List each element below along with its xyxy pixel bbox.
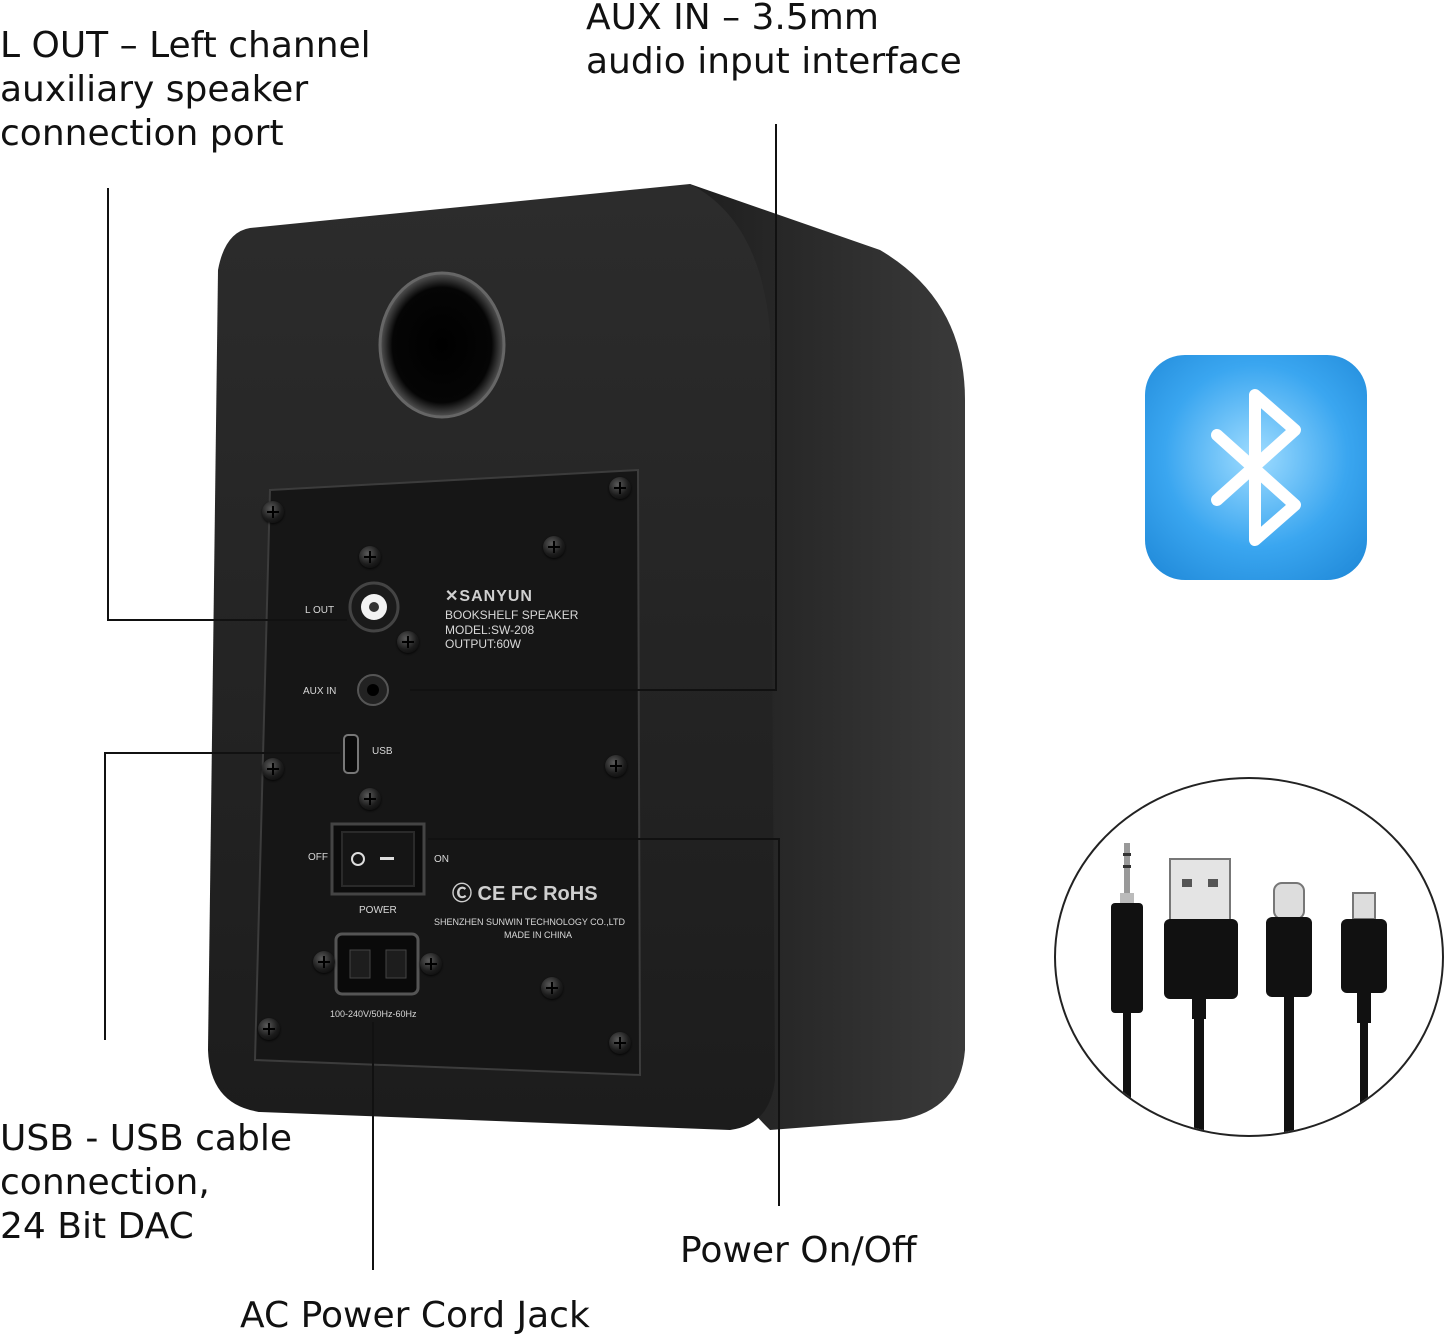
ac-socket [334, 932, 420, 996]
auxin-callout-line1: AUX IN – 3.5mm [586, 0, 879, 38]
panel-screw [359, 546, 381, 568]
auxin-leader-horizontal [410, 689, 777, 691]
usb-leader-vertical [104, 752, 106, 1040]
off-label: OFF [308, 852, 328, 863]
lout-callout-line2: auxiliary speaker [0, 69, 309, 110]
power-label: POWER [359, 905, 397, 916]
brand-name: SANYUN [459, 588, 533, 605]
usb-callout-line2: connection, [0, 1162, 210, 1203]
usb-c-plug-icon [1266, 882, 1312, 1135]
model-label: MODEL:SW-208 [445, 623, 535, 637]
panel-screw [541, 977, 563, 999]
usb-a-plug-icon [1164, 858, 1238, 1135]
panel-screw [359, 788, 381, 810]
panel-screw [543, 536, 565, 558]
lout-callout: L OUT – Left channel auxiliary speaker c… [0, 24, 371, 156]
panel-screw [420, 953, 442, 975]
power-leader-vertical [778, 838, 780, 1206]
power-leader-horizontal [428, 838, 780, 840]
lout-port-label: L OUT [305, 605, 335, 616]
usb-port [343, 734, 359, 774]
brand-logo: ✕SANYUN [445, 586, 533, 606]
usb-callout: USB - USB cable connection, 24 Bit DAC [0, 1117, 292, 1249]
origin-label: MADE IN CHINA [504, 930, 573, 940]
lout-callout-line3: connection port [0, 113, 284, 154]
cables-circle [1054, 777, 1444, 1137]
panel-screw [262, 758, 284, 780]
on-label: ON [434, 854, 449, 865]
panel-screw [397, 631, 419, 653]
product-label: BOOKSHELF SPEAKER [445, 608, 579, 622]
panel-screw [609, 1032, 631, 1054]
lout-leader-horizontal [107, 619, 347, 621]
cables-illustration [1111, 843, 1387, 1135]
auxin-callout-line2: audio input interface [586, 41, 962, 82]
micro-usb-plug-icon [1341, 892, 1387, 1133]
aux-3.5mm-plug-icon [1111, 843, 1143, 1135]
bass-port [378, 271, 506, 419]
panel-screw [609, 477, 631, 499]
auxin-callout: AUX IN – 3.5mm audio input interface [586, 0, 962, 84]
ac-leader-vertical [372, 1022, 374, 1270]
usb-callout-line1: USB - USB cable [0, 1118, 292, 1159]
panel-screw [262, 501, 284, 523]
auxin-port-label: AUX IN [303, 686, 337, 697]
usb-callout-line3: 24 Bit DAC [0, 1206, 194, 1247]
panel-screw [258, 1018, 280, 1040]
voltage-label: 100-240V/50Hz-60Hz [330, 1009, 417, 1019]
lout-leader-vertical [107, 188, 109, 621]
panel-screw [313, 951, 335, 973]
cert-marks: Ⓒ CE FC RoHS [452, 883, 598, 905]
manufacturer-label: SHENZHEN SUNWIN TECHNOLOGY CO.,LTD [434, 917, 626, 927]
usb-port-label: USB [372, 746, 393, 757]
bluetooth-icon [1211, 389, 1301, 546]
power-callout: Power On/Off [680, 1230, 917, 1271]
brand-mark-icon: ✕ [445, 588, 460, 605]
usb-leader-horizontal [104, 752, 340, 754]
lout-callout-line1: L OUT – Left channel [0, 25, 371, 66]
panel-screw [605, 755, 627, 777]
bluetooth-badge [1145, 355, 1367, 580]
output-label: OUTPUT:60W [445, 637, 522, 651]
connector-panel [253, 468, 642, 1077]
ac-callout: AC Power Cord Jack [240, 1295, 590, 1336]
auxin-leader-vertical [775, 124, 777, 691]
